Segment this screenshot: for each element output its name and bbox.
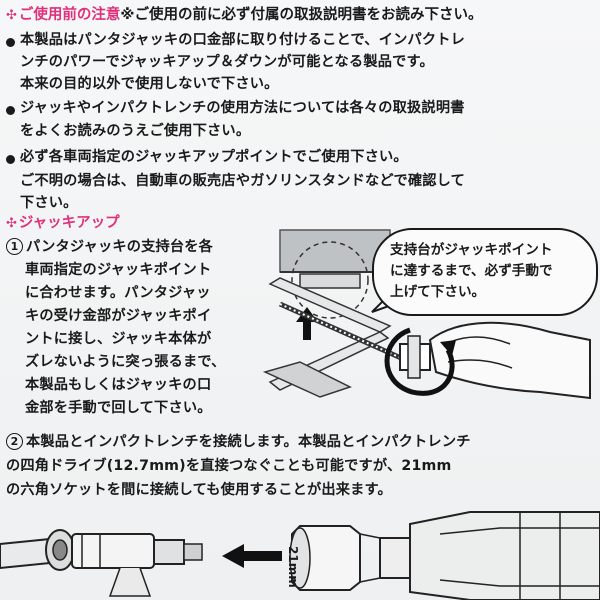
- step2-number: 2: [6, 433, 23, 450]
- notice-line: 必ず各車両指定のジャッキアップポイントでご使用下さい。: [20, 149, 408, 165]
- sparkle-icon: ✣: [6, 8, 17, 23]
- jackup-heading-row: ✣ジャッキアップ: [6, 212, 120, 235]
- notice-heading-tail: ※ご使用の前に必ず付属の取扱説明書をお読み下さい。: [120, 7, 483, 23]
- step1-line: キの受け金部がジャッキポイ: [25, 308, 212, 324]
- notice-heading-row: ✣ご使用前の注意※ご使用の前に必ず付属の取扱説明書をお読み下さい。: [6, 4, 483, 27]
- bullet-icon: [6, 38, 15, 47]
- step1-line: 金部を手動で回して下さい。: [25, 400, 212, 416]
- notice-line: ジャッキやインパクトレンチの使用方法については各々の取扱説明書: [20, 100, 465, 116]
- notice-line: 下さい。: [20, 195, 78, 211]
- connection-illustration: [0, 511, 600, 600]
- step1-line: ントに接し、ジャッキ本体が: [25, 331, 212, 347]
- notice-line: をよくお読みのうえご使用下さい。: [20, 123, 251, 139]
- notice-heading: ご使用前の注意: [18, 7, 121, 23]
- step1-line: 車両指定のジャッキポイント: [25, 262, 212, 278]
- step2-line: の六角ソケットを間に接続しても使用することが出来ます。: [6, 482, 392, 498]
- jackup-heading: ジャッキアップ: [18, 215, 120, 231]
- bubble-line: に達するまで、必ず手動で: [390, 263, 553, 279]
- bullet-icon: [6, 106, 15, 115]
- step2-line: 本製品とインパクトレンチを接続します。本製品とインパクトレンチ: [26, 434, 471, 450]
- notice-line: ンチのパワーでジャッキアップ＆ダウンが可能となる製品です。: [20, 54, 434, 70]
- step1-line: に合わせます。パンタジャッ: [25, 285, 211, 301]
- notice-line: 本製品はパンタジャッキの口金部に取り付けることで、インパクトレ: [20, 32, 466, 48]
- step1-number: 1: [6, 238, 23, 255]
- step2-line: の四角ドライブ(12.7mm)を直接つなぐことも可能ですが、21mm: [6, 458, 452, 474]
- step1-line: パンタジャッキの支持台を各: [26, 239, 214, 255]
- notice-line: ご不明の場合は、自動車の販売店やガソリンスタンドなどで確認して: [20, 173, 466, 189]
- callout-bubble: [372, 228, 598, 316]
- socket-size-label: 21mm: [286, 546, 300, 588]
- step1-line: ズレないように突っ張るまで、: [25, 354, 226, 370]
- sparkle-icon: ✣: [6, 216, 17, 231]
- bullet-icon: [6, 155, 15, 164]
- step1-line: 本製品もしくはジャッキの口: [25, 377, 212, 393]
- jack-illustration: [262, 229, 591, 400]
- bubble-line: 上げて下さい。: [390, 284, 486, 300]
- arrow-left-icon: [222, 544, 282, 568]
- bubble-line: 支持台がジャッキポイント: [390, 242, 553, 258]
- notice-line: 本来の目的以外で使用しないで下さい。: [20, 76, 279, 92]
